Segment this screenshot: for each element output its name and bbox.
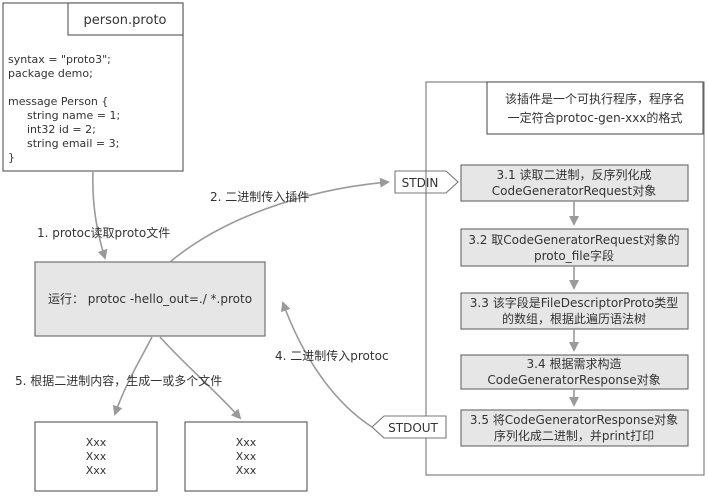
- proto-file-title-tab: [67, 2, 184, 36]
- code-line: message Person {: [8, 95, 108, 108]
- stdout-arrow: STDOUT: [371, 415, 447, 439]
- proto-code: syntax = "proto3"; package demo; message…: [8, 53, 120, 164]
- arrow-to-protoc: [281, 301, 373, 428]
- proto-file-title: person.proto: [83, 13, 166, 28]
- run-command: 运行： protoc -hello_out=./ *.proto: [48, 292, 252, 306]
- step-3-2: 3.2 取CodeGeneratorRequest对象的 proto_file字…: [460, 228, 689, 267]
- plugin-note: 该插件是一个可执行程序，程序名 一定符合protoc-gen-xxx的格式: [486, 81, 704, 135]
- stdout-label: STDOUT: [388, 421, 438, 435]
- proto-file-box: person.proto syntax = "proto3"; package …: [2, 2, 184, 172]
- output-file-line: Xxx: [86, 436, 107, 449]
- output-file-line: Xxx: [236, 450, 257, 463]
- code-line: int32 id = 2;: [20, 123, 96, 136]
- arrow-to-file-1: [112, 336, 153, 416]
- step-3-5: 3.5 将CodeGeneratorResponse对象 序列化成二进制，并pr…: [460, 409, 689, 447]
- output-file-line: Xxx: [236, 436, 257, 449]
- output-file-line: Xxx: [86, 464, 107, 477]
- step-text: proto_file字段: [534, 248, 614, 263]
- code-line: package demo;: [8, 67, 93, 80]
- output-file-1: Xxx Xxx Xxx: [34, 421, 158, 492]
- plugin-note-line: 该插件是一个可执行程序，程序名: [505, 91, 685, 106]
- arrow-to-plugin: [169, 177, 390, 263]
- step-3-1: 3.1 读取二进制，反序列化成 CodeGeneratorRequest对象: [460, 164, 689, 202]
- edge-label-to-plugin: 2. 二进制传入插件: [210, 189, 309, 204]
- code-line: string email = 3;: [20, 137, 119, 150]
- step-text: 的数组，根据此遍历语法树: [502, 311, 646, 326]
- step-text: 3.2 取CodeGeneratorRequest对象的: [468, 232, 679, 247]
- step-text: 3.4 根据需求构造: [527, 356, 622, 371]
- step-text: 3.5 将CodeGeneratorResponse对象: [470, 413, 678, 427]
- edge-label-to-protoc: 4. 二进制传入protoc: [275, 348, 389, 363]
- step-text: CodeGeneratorResponse对象: [487, 373, 660, 387]
- edge-label-read-proto: 1. protoc读取proto文件: [37, 225, 170, 240]
- step-3-3: 3.3 该字段是FileDescriptorProto类型 的数组，根据此遍历语…: [460, 292, 689, 330]
- arrow-read-proto: [92, 171, 108, 260]
- step-text: CodeGeneratorRequest对象: [492, 184, 656, 198]
- edge-label-generate: 5. 根据二进制内容，生成一或多个文件: [15, 373, 222, 388]
- code-line: }: [8, 151, 15, 164]
- step-3-4: 3.4 根据需求构造 CodeGeneratorResponse对象: [460, 354, 689, 390]
- code-line: string name = 1;: [20, 109, 120, 122]
- code-line: syntax = "proto3";: [8, 53, 111, 66]
- run-box: 运行： protoc -hello_out=./ *.proto: [34, 261, 266, 337]
- output-file-line: Xxx: [86, 450, 107, 463]
- step-text: 3.1 读取二进制，反序列化成: [497, 167, 652, 182]
- step-text: 序列化成二进制，并print打印: [494, 428, 654, 443]
- arrow-to-file-2: [159, 336, 242, 420]
- plugin-note-line: 一定符合protoc-gen-xxx的格式: [508, 110, 683, 125]
- step-text: 3.3 该字段是FileDescriptorProto类型: [470, 295, 678, 310]
- output-file-2: Xxx Xxx Xxx: [184, 421, 308, 492]
- stdin-label: STDIN: [402, 176, 439, 190]
- output-file-line: Xxx: [236, 464, 257, 477]
